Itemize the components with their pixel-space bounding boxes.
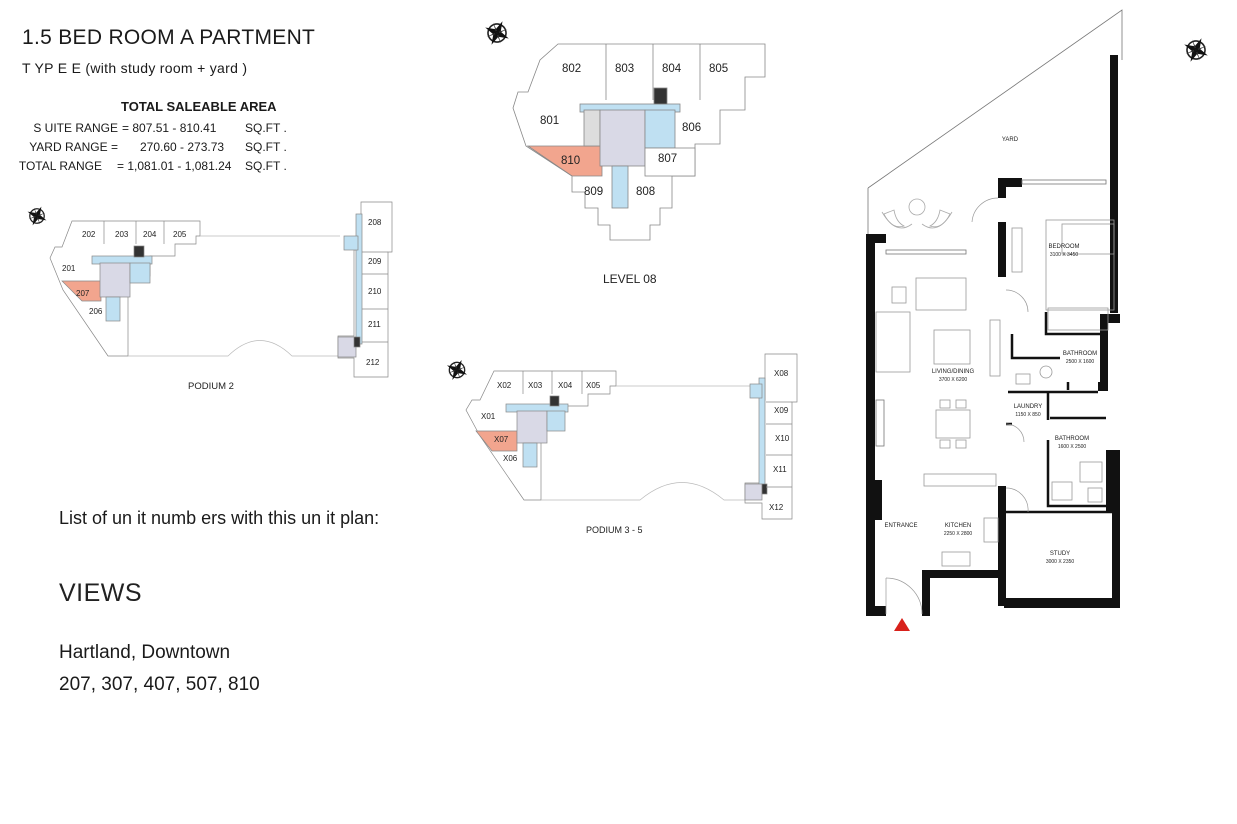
area-unit: SQ.FT . — [245, 159, 287, 173]
unit-label: X08 — [774, 369, 789, 378]
room-labels: YARD BEDROOM 3100 X 3450 BATHROOM 2500 X… — [884, 137, 1097, 565]
unit-label: 806 — [682, 122, 701, 134]
unit-label: 205 — [173, 230, 187, 239]
unit-label: X03 — [528, 381, 543, 390]
room-dim-bathroom: 1600 X 2500 — [1058, 444, 1087, 450]
room-dim-laundry: 1150 X 850 — [1015, 412, 1040, 418]
unit-label: X02 — [497, 381, 512, 390]
room-label-living: LIVING/DINING — [932, 369, 975, 375]
keyplan-label: PODIUM 3 - 5 — [586, 525, 643, 535]
compass-icon — [22, 201, 52, 231]
room-label-study: STUDY — [1050, 551, 1070, 557]
podium-2-unit-labels: 202 203 204 205 201 207 206 208 209 210 … — [62, 218, 382, 367]
unit-list-label: List of un it numb ers with this un it p… — [59, 508, 380, 528]
unit-label: 207 — [76, 289, 90, 298]
compass-icon — [441, 354, 473, 386]
unit-label: 801 — [540, 115, 559, 127]
keyplan-podium-3-5 — [465, 353, 798, 520]
room-dim-living: 3700 X 6200 — [939, 377, 968, 383]
highlight-unit-x07 — [475, 430, 518, 452]
unit-label: X01 — [481, 412, 496, 421]
area-label: TOTAL RANGE — [18, 159, 102, 173]
unit-label: 809 — [584, 186, 603, 198]
unit-label: 807 — [658, 153, 677, 165]
unit-label: X04 — [558, 381, 573, 390]
room-label-bedroom: BEDROOM — [1048, 244, 1079, 250]
unit-label: 810 — [561, 155, 580, 167]
area-value: = 1,081.01 - 1,081.24 — [117, 159, 232, 173]
entrance-arrow-icon — [894, 618, 910, 631]
compass-icon — [1177, 31, 1215, 69]
highlight-unit-207 — [61, 280, 102, 302]
unit-numbers: 207, 307, 407, 507, 810 — [59, 674, 260, 695]
floor-plan — [866, 9, 1123, 631]
podium-3-5-unit-labels: X02 X03 X04 X05 X01 X07 X06 X08 X09 X10 … — [481, 369, 790, 512]
compass-icon — [478, 14, 516, 52]
area-title: TOTAL SALEABLE AREA — [121, 99, 277, 114]
room-label-bathroom: BATHROOM — [1055, 436, 1089, 442]
unit-label: 203 — [115, 230, 129, 239]
area-unit: SQ.FT . — [245, 121, 287, 135]
unit-label: 802 — [562, 63, 581, 75]
unit-label: 804 — [662, 63, 682, 75]
unit-label: 803 — [615, 63, 634, 75]
unit-label: X09 — [774, 406, 789, 415]
unit-label: X07 — [494, 435, 509, 444]
level-08-unit-labels: 802 803 804 805 801 806 810 807 809 808 — [540, 63, 728, 198]
unit-label: 209 — [368, 257, 382, 266]
unit-label: X11 — [773, 465, 787, 474]
area-unit: SQ.FT . — [245, 140, 287, 154]
unit-label: 211 — [368, 320, 381, 329]
unit-label: X10 — [775, 434, 790, 443]
unit-label: X06 — [503, 454, 518, 463]
keyplan-level-08 — [512, 43, 766, 241]
keyplan-label: PODIUM 2 — [188, 381, 234, 392]
room-label-entrance: ENTRANCE — [884, 523, 917, 529]
unit-label: 204 — [143, 230, 157, 239]
room-label-laundry: LAUNDRY — [1014, 404, 1043, 410]
unit-label: 202 — [82, 230, 96, 239]
area-label: S UITE RANGE — [33, 121, 118, 135]
room-label-yard: YARD — [1002, 137, 1019, 143]
unit-label: 210 — [368, 287, 382, 296]
unit-label: 805 — [709, 63, 728, 75]
page-subtitle: T YP E E (with study room + yard ) — [22, 60, 248, 76]
area-value: = 807.51 - 810.41 — [122, 121, 217, 135]
unit-label: 201 — [62, 264, 76, 273]
views-text: Hartland, Downtown — [59, 642, 231, 663]
unit-label: X12 — [769, 503, 784, 512]
keyplan-label: LEVEL 08 — [603, 272, 657, 286]
page-title: 1.5 BED ROOM A PARTMENT — [22, 26, 316, 49]
unit-label: 206 — [89, 307, 103, 316]
area-label: YARD RANGE = — [29, 140, 118, 154]
room-dim-bathroom: 2500 X 1600 — [1066, 359, 1095, 365]
unit-label: 808 — [636, 186, 655, 198]
unit-label: X05 — [586, 381, 601, 390]
unit-label: 208 — [368, 218, 382, 227]
room-dim-bedroom: 3100 X 3450 — [1050, 252, 1079, 258]
views-title: VIEWS — [59, 579, 143, 607]
unit-label: 212 — [366, 358, 380, 367]
room-dim-kitchen: 2250 X 2800 — [944, 531, 973, 537]
room-label-bathroom: BATHROOM — [1063, 351, 1097, 357]
room-label-kitchen: KITCHEN — [945, 523, 971, 529]
highlight-unit-810 — [526, 145, 603, 177]
area-value: 270.60 - 273.73 — [140, 140, 225, 154]
keyplan-podium-2 — [49, 201, 393, 378]
room-dim-study: 3000 X 2350 — [1046, 559, 1075, 565]
